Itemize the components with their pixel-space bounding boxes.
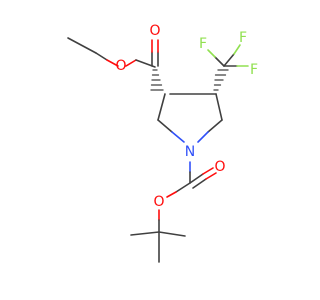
bond-boc-c-o xyxy=(175,182,191,193)
bond-tbu-methyl-left xyxy=(130,231,160,236)
bond-c3-c2 xyxy=(157,93,166,121)
bond-n-c2-blue xyxy=(171,131,185,143)
atom-fluorine-top: F xyxy=(239,30,247,46)
bond-tbu-methyl-right xyxy=(158,231,186,237)
bond-cf3-f-left xyxy=(207,49,216,58)
bond-n-c5-blue xyxy=(197,131,209,143)
atom-oxygen-carbamate-single: O xyxy=(153,194,164,210)
bond-boc-o-single xyxy=(166,191,177,198)
bond-c2-n xyxy=(157,119,173,133)
stereo-hash-bond-c3 xyxy=(150,69,164,91)
bond-cf3-c-f-top xyxy=(223,53,235,67)
bond-boc-co-double-a2 xyxy=(202,167,214,175)
atom-fluorine-right: F xyxy=(250,62,258,78)
bond-boc-co-double-b2 xyxy=(205,172,217,180)
structural-formula: O O F F F N O O xyxy=(67,23,258,263)
bond-ethyl-ch2-o xyxy=(95,52,108,61)
bond-cf3-f-top xyxy=(233,44,241,55)
bond-ester-o-single xyxy=(106,59,119,67)
bond-c5-n xyxy=(207,119,223,133)
bond-c4-c5 xyxy=(215,93,223,121)
atom-fluorine-left: F xyxy=(199,36,207,52)
stereo-hash-bond-c4 xyxy=(213,69,229,91)
bond-cf3-c-f-left xyxy=(214,56,225,67)
atom-nitrogen-ring: N xyxy=(185,144,195,160)
atom-oxygen-ester-double: O xyxy=(149,23,160,39)
atom-oxygen-carbamate-double: O xyxy=(214,159,225,175)
bond-ester-o-carbon xyxy=(125,59,137,67)
atom-oxygen-ester-single: O xyxy=(115,58,126,74)
bond-ethyl-ch3-ch2 xyxy=(67,37,97,54)
bond-boc-co-double-b1 xyxy=(192,178,207,189)
bond-boc-co-double-a1 xyxy=(189,173,204,184)
